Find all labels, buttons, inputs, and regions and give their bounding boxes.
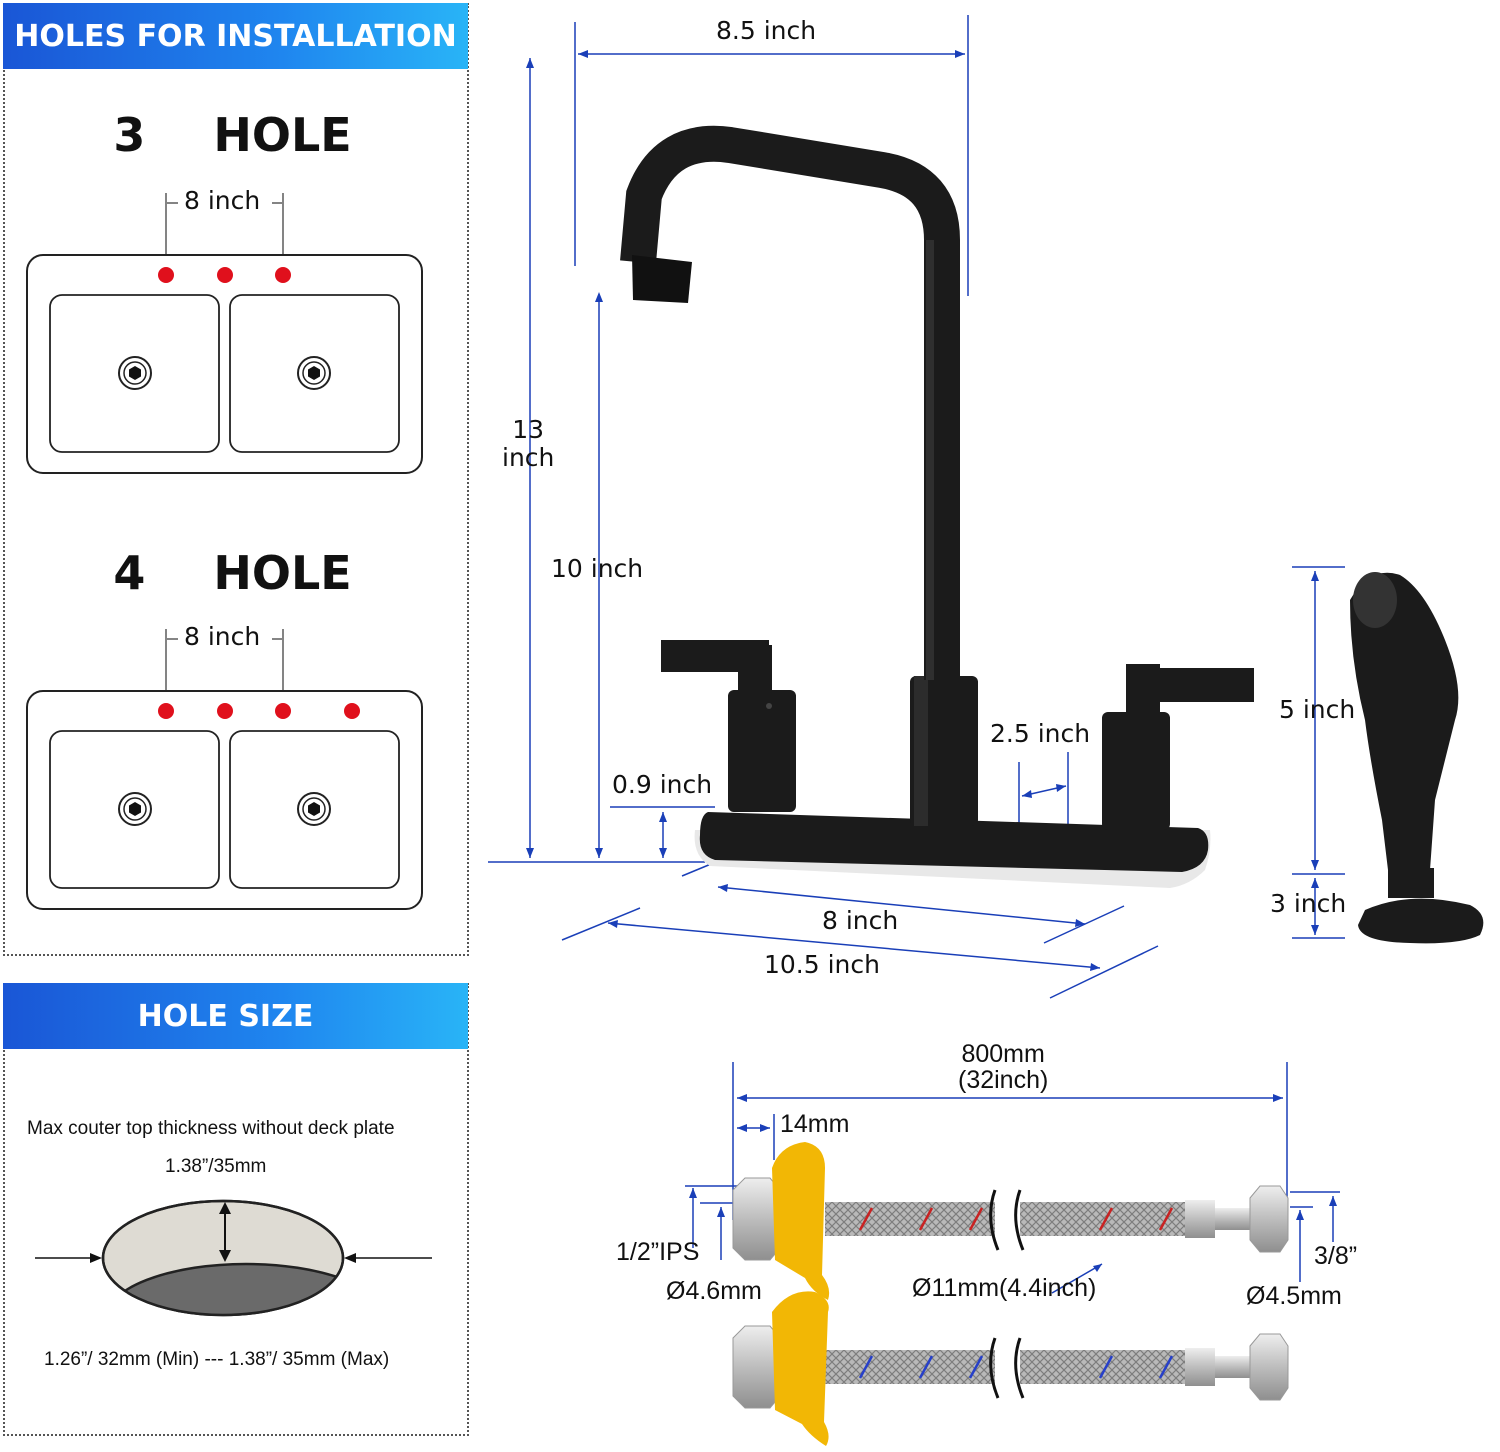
hole-dot bbox=[275, 703, 291, 719]
drain-icon bbox=[297, 356, 331, 390]
faucet-handle-height: 2.5 inch bbox=[990, 719, 1091, 748]
hole-dot bbox=[217, 267, 233, 283]
faucet-reach: 8.5 inch bbox=[716, 16, 817, 45]
hole-size-banner: HOLE SIZE bbox=[3, 983, 468, 1049]
faucet-diagram bbox=[488, 15, 1484, 999]
thickness-range: 1.26”/ 32mm (Min) --- 1.38”/ 35mm (Max) bbox=[44, 1349, 390, 1370]
max-thickness-value: 1.38”/35mm bbox=[165, 1156, 267, 1177]
hose-diagram bbox=[685, 1062, 1340, 1446]
sprayer-base-height: 3 inch bbox=[1270, 889, 1347, 918]
four-hole-title: 4 HOLE bbox=[113, 546, 352, 600]
hole-dot bbox=[217, 703, 233, 719]
countertop-hole-diagram bbox=[35, 1199, 432, 1317]
hose-outlet-thread: 3/8” bbox=[1314, 1242, 1358, 1270]
three-hole-title: 3 HOLE bbox=[113, 108, 352, 162]
hose-top bbox=[732, 1142, 1289, 1300]
hose-length: 800mm (32inch) bbox=[958, 1040, 1049, 1094]
hose-outlet-diameter: Ø4.5mm bbox=[1246, 1282, 1342, 1310]
faucet-body bbox=[620, 125, 1254, 888]
drain-icon bbox=[118, 356, 152, 390]
installation-banner: HOLES FOR INSTALLATION bbox=[3, 3, 468, 69]
sprayer-length: 5 inch bbox=[1279, 695, 1356, 724]
faucet-base-height: 0.9 inch bbox=[612, 770, 713, 799]
hose-inlet-diameter: Ø4.6mm bbox=[666, 1277, 762, 1305]
drain-icon bbox=[297, 792, 331, 826]
hole-dot bbox=[275, 267, 291, 283]
hose-inlet-thread: 1/2”IPS bbox=[616, 1238, 700, 1266]
hole-dot bbox=[158, 267, 174, 283]
faucet-center-spacing: 8 inch bbox=[822, 906, 899, 935]
max-thickness-label: Max couter top thickness without deck pl… bbox=[27, 1118, 395, 1139]
hole-dot bbox=[158, 703, 174, 719]
three-hole-spacing: 8 inch bbox=[184, 186, 261, 215]
three-hole-sink-diagram bbox=[26, 193, 423, 910]
hole-size-banner-label: HOLE SIZE bbox=[137, 998, 314, 1034]
hose-bottom bbox=[732, 1291, 1289, 1446]
installation-banner-label: HOLES FOR INSTALLATION bbox=[14, 18, 457, 54]
drain-icon bbox=[118, 792, 152, 826]
faucet-base-length: 10.5 inch bbox=[764, 950, 880, 979]
four-hole-spacing: 8 inch bbox=[184, 622, 261, 651]
sprayer-icon bbox=[1350, 572, 1484, 944]
faucet-spout-height: 10 inch bbox=[551, 554, 644, 583]
hose-diameter: Ø11mm(4.4inch) bbox=[912, 1274, 1097, 1302]
hole-dot bbox=[344, 703, 360, 719]
hose-nut-width: 14mm bbox=[780, 1110, 850, 1138]
faucet-total-height: 13 inch bbox=[502, 415, 555, 472]
